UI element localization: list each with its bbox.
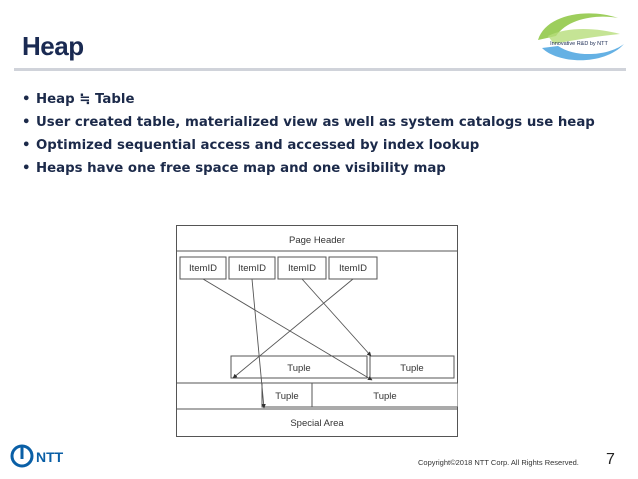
pointer-arrow [232, 278, 354, 379]
bullet-item: • Heaps have one free space map and one v… [22, 159, 622, 178]
bullet-list: • Heap ≒ Table • User created table, mater… [22, 90, 622, 182]
item-id-label: ItemID [238, 263, 266, 274]
heap-page-diagram: Page Header ItemID ItemID ItemID ItemID … [176, 225, 459, 437]
bullet-item: • User created table, materialized view a… [22, 113, 622, 132]
bullet-text: Heaps have one free space map and one vi… [36, 161, 446, 176]
pointer-arrow [251, 278, 266, 409]
title-divider [14, 68, 626, 71]
tuple-label: Tuple [373, 391, 396, 402]
item-pointer-arrows [202, 278, 373, 409]
special-area-label: Special Area [290, 418, 344, 429]
pointer-arrow [301, 278, 372, 357]
tuple-label: Tuple [287, 363, 310, 374]
page-layout-svg: Page Header ItemID ItemID ItemID ItemID … [176, 225, 459, 437]
ntt-wordmark: NTT [36, 449, 64, 465]
bullet-dot-icon: • [22, 115, 31, 130]
copyright-notice: Copyright©2018 NTT Corp. All Rights Rese… [418, 458, 579, 467]
bullet-dot-icon: • [22, 92, 31, 107]
tuple-cell [369, 355, 455, 379]
item-id-label: ItemID [288, 263, 316, 274]
page-number: 7 [606, 451, 615, 468]
tuple-label: Tuple [400, 363, 423, 374]
ntt-mark-icon: NTT [10, 444, 64, 468]
bullet-text: Heap ≒ Table [36, 92, 135, 107]
page-header-label: Page Header [289, 235, 345, 246]
tuple-label: Tuple [275, 391, 298, 402]
swirl-logo-icon: Innovative R&D by NTT [538, 13, 624, 61]
bullet-dot-icon: • [22, 161, 31, 176]
pointer-arrow [202, 278, 373, 381]
item-id-label: ItemID [189, 263, 217, 274]
ntt-logo: NTT [10, 442, 80, 472]
item-id-row: ItemID ItemID ItemID ItemID [179, 256, 378, 280]
innovative-rd-logo: Innovative R&D by NTT [528, 6, 630, 68]
logo-caption: Innovative R&D by NTT [550, 41, 608, 47]
tuple-row-lower: Tuple Tuple [176, 382, 459, 408]
tuple-row-upper: Tuple Tuple [230, 355, 455, 379]
bullet-text: Optimized sequential access and accessed… [36, 138, 480, 153]
item-id-label: ItemID [339, 263, 367, 274]
bullet-dot-icon: • [22, 138, 31, 153]
tuple-cell [311, 382, 459, 408]
bullet-text: User created table, materialized view as… [36, 115, 595, 130]
slide-title: Heap [22, 31, 84, 61]
tuple-cell [261, 382, 313, 408]
tuple-cell [230, 355, 368, 379]
bullet-item: • Optimized sequential access and accesse… [22, 136, 622, 155]
bullet-item: • Heap ≒ Table [22, 90, 622, 109]
